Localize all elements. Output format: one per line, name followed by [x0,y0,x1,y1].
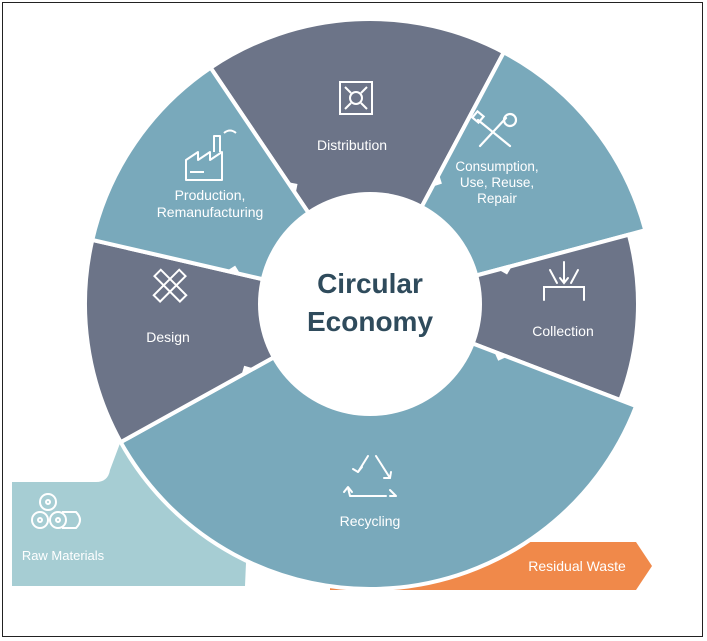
collection-arrows-icon [543,261,585,301]
recycling-label: Recycling [340,513,401,529]
flow-notch-2 [494,351,508,361]
production-label-line2: Remanufacturing [157,204,264,220]
design-label: Design [146,329,190,345]
rolls-icon [31,493,81,529]
consumption-label-line2: Use, Reuse, [460,175,534,190]
center-title-line2: Economy [307,306,433,337]
raw-materials-label: Raw Materials [22,548,105,563]
production-label-line1: Production, [175,187,246,203]
expand-arrows-icon [339,81,373,115]
flow-notch-1 [498,265,512,275]
factory-icon [185,129,237,181]
flow-notch-0 [432,174,442,187]
distribution-label: Distribution [317,137,387,153]
center-circle [258,192,482,416]
flow-notch-4 [226,265,241,275]
flow-notch-3 [241,365,254,376]
recycle-icon [343,455,397,497]
consumption-label-line3: Repair [477,191,517,206]
flow-notch-5 [287,182,298,194]
center-title-line1: Circular [317,268,423,299]
residual-waste-label: Residual Waste [528,558,626,574]
consumption-label-line1: Consumption, [455,159,538,174]
pencil-ruler-icon [152,268,188,303]
wrench-screwdriver-icon [470,109,518,148]
collection-label: Collection [532,323,593,339]
